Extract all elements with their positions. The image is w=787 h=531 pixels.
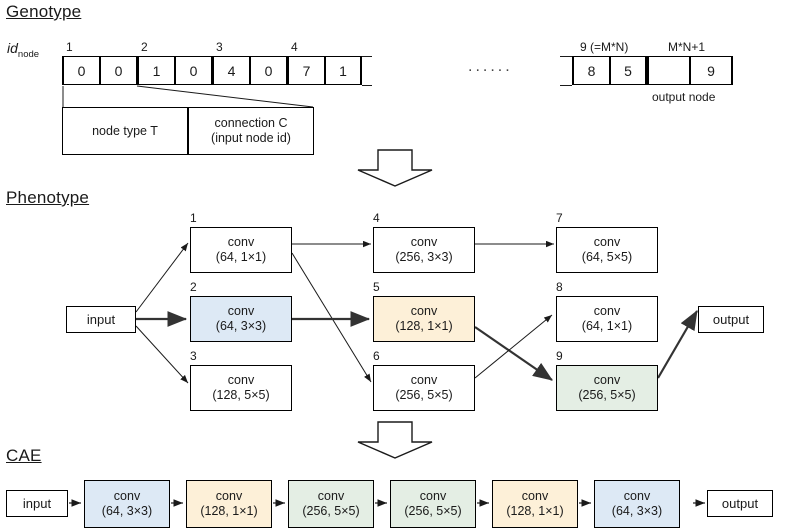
phenotype-node-3-line1: conv — [227, 373, 255, 387]
cae-layer-5-line2: (128, 1×1) — [506, 504, 564, 518]
genotype-index-1: 1 — [66, 40, 73, 54]
genotype-index-4: 4 — [291, 40, 298, 54]
cae-layer-5[interactable]: conv (128, 1×1) — [492, 480, 578, 528]
phenotype-node-2[interactable]: conv (64, 3×3) — [190, 296, 292, 342]
genotype-cell-3[interactable]: 0 — [175, 56, 212, 85]
phenotype-node-6-line2: (256, 5×5) — [395, 388, 453, 402]
phenotype-node-9[interactable]: conv (256, 5×5) — [556, 365, 658, 411]
genotype-cell-6[interactable]: 7 — [287, 56, 325, 85]
descriptor-node-type-text: node type T — [92, 123, 158, 138]
genotype-cell-9[interactable]: 5 — [610, 56, 647, 85]
phenotype-node-3[interactable]: conv (128, 5×5) — [190, 365, 292, 411]
cae-layer-6-line2: (64, 3×3) — [611, 504, 663, 518]
phenotype-node-num-3: 3 — [190, 349, 197, 363]
phenotype-node-2-line2: (64, 3×3) — [215, 319, 267, 333]
phenotype-node-num-8: 8 — [556, 280, 563, 294]
cae-layer-3-line2: (256, 5×5) — [302, 504, 360, 518]
genotype-section-title: Genotype — [6, 2, 82, 21]
cae-layer-6-line1: conv — [623, 489, 651, 503]
genotype-cell-11[interactable]: 9 — [690, 56, 733, 85]
cae-layer-1-line2: (64, 3×3) — [101, 504, 153, 518]
phenotype-node-4-line2: (256, 3×3) — [395, 250, 453, 264]
cae-layer-1[interactable]: conv (64, 3×3) — [84, 480, 170, 528]
phenotype-node-num-7: 7 — [556, 211, 563, 225]
descriptor-node-type-box: node type T — [62, 107, 188, 155]
cae-layer-3-line1: conv — [317, 489, 345, 503]
phenotype-node-7[interactable]: conv (64, 5×5) — [556, 227, 658, 273]
output-node-label: output node — [652, 90, 716, 104]
phenotype-node-8-line1: conv — [593, 304, 621, 318]
genotype-index-3: 3 — [216, 40, 223, 54]
phenotype-node-3-line2: (128, 5×5) — [212, 388, 270, 402]
genotype-cell-8[interactable]: 8 — [572, 56, 610, 85]
phenotype-section-title: Phenotype — [6, 188, 90, 207]
cae-layer-5-line1: conv — [521, 489, 549, 503]
phenotype-node-5[interactable]: conv (128, 1×1) — [373, 296, 475, 342]
phenotype-node-6[interactable]: conv (256, 5×5) — [373, 365, 475, 411]
genotype-index-mn: 9 (=M*N) — [580, 40, 629, 54]
cae-layer-3[interactable]: conv (256, 5×5) — [288, 480, 374, 528]
genotype-ellipsis: ...... — [468, 58, 513, 75]
cae-layer-4-line1: conv — [419, 489, 447, 503]
phenotype-node-num-5: 5 — [373, 280, 380, 294]
phenotype-node-1[interactable]: conv (64, 1×1) — [190, 227, 292, 273]
genotype-cell-0[interactable]: 0 — [62, 56, 100, 85]
phenotype-node-6-line1: conv — [410, 373, 438, 387]
phenotype-output-box: output — [698, 306, 764, 333]
phenotype-node-8-line2: (64, 1×1) — [581, 319, 633, 333]
phenotype-node-num-1: 1 — [190, 211, 197, 225]
cae-layer-1-line1: conv — [113, 489, 141, 503]
genotype-cell-4[interactable]: 4 — [212, 56, 250, 85]
id-node-label: idnode — [7, 40, 39, 63]
cae-layer-2-line1: conv — [215, 489, 243, 503]
phenotype-node-1-line1: conv — [227, 235, 255, 249]
cae-layer-4-line2: (256, 5×5) — [404, 504, 462, 518]
phenotype-node-9-line1: conv — [593, 373, 621, 387]
phenotype-node-4[interactable]: conv (256, 3×3) — [373, 227, 475, 273]
cae-section-title: CAE — [6, 446, 42, 465]
genotype-index-2: 2 — [141, 40, 148, 54]
phenotype-node-8[interactable]: conv (64, 1×1) — [556, 296, 658, 342]
id-node-label-text: id — [7, 40, 18, 56]
phenotype-node-num-6: 6 — [373, 349, 380, 363]
phenotype-node-7-line1: conv — [593, 235, 621, 249]
cae-layer-6[interactable]: conv (64, 3×3) — [594, 480, 680, 528]
phenotype-node-num-2: 2 — [190, 280, 197, 294]
phenotype-node-num-9: 9 — [556, 349, 563, 363]
descriptor-connection-box: connection C (input node id) — [188, 107, 314, 155]
genotype-index-mn1: M*N+1 — [668, 40, 706, 54]
phenotype-node-9-line2: (256, 5×5) — [578, 388, 636, 402]
descriptor-connection-line2: (input node id) — [211, 131, 291, 145]
genotype-cell-7[interactable]: 1 — [325, 56, 362, 85]
genotype-cell-1[interactable]: 0 — [100, 56, 137, 85]
genotype-cell-10[interactable] — [647, 56, 690, 85]
descriptor-connection-line1: connection C — [214, 116, 288, 130]
cae-layer-4[interactable]: conv (256, 5×5) — [390, 480, 476, 528]
phenotype-node-7-line2: (64, 5×5) — [581, 250, 633, 264]
cae-input-box: input — [6, 490, 68, 517]
genotype-cell-2[interactable]: 1 — [137, 56, 175, 85]
cae-layer-2[interactable]: conv (128, 1×1) — [186, 480, 272, 528]
phenotype-node-5-line1: conv — [410, 304, 438, 318]
id-node-label-sub: node — [17, 48, 40, 60]
phenotype-node-5-line2: (128, 1×1) — [395, 319, 453, 333]
phenotype-input-box: input — [66, 306, 136, 333]
cae-output-box: output — [707, 490, 773, 517]
phenotype-node-2-line1: conv — [227, 304, 255, 318]
genotype-cell-5[interactable]: 0 — [250, 56, 287, 85]
phenotype-node-1-line2: (64, 1×1) — [215, 250, 267, 264]
cae-layer-2-line2: (128, 1×1) — [200, 504, 258, 518]
phenotype-node-num-4: 4 — [373, 211, 380, 225]
phenotype-node-4-line1: conv — [410, 235, 438, 249]
